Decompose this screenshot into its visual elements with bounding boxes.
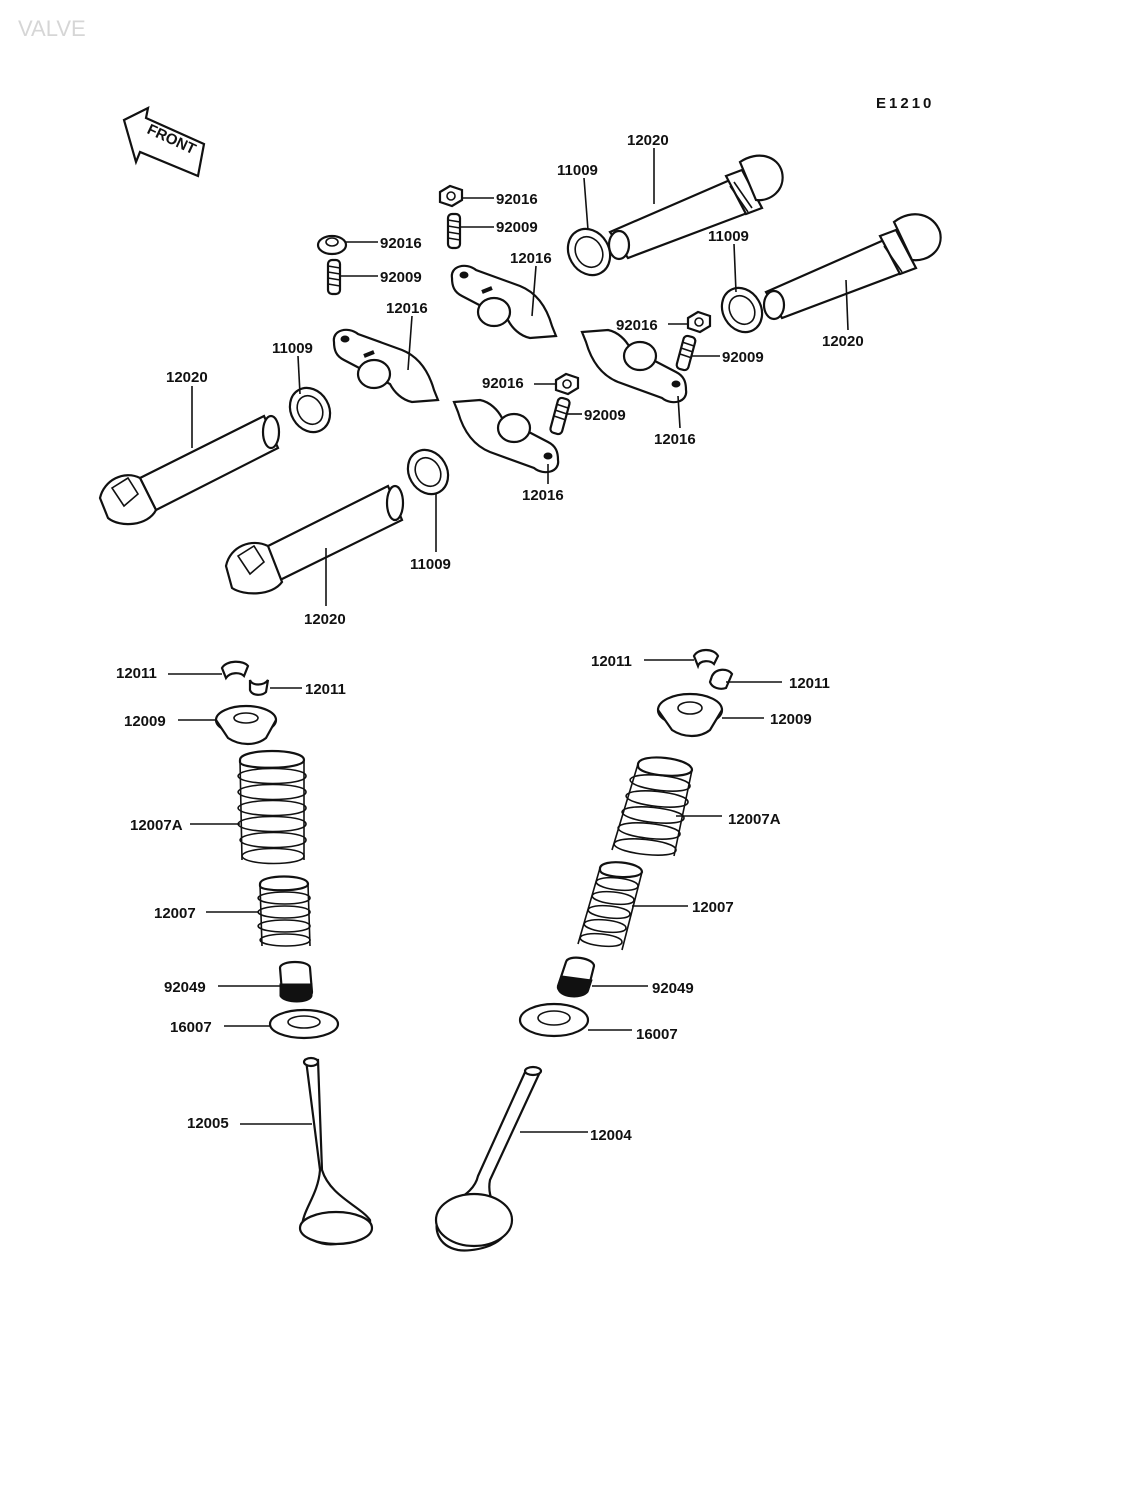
label-12004: 12004 xyxy=(590,1127,632,1144)
label-12020-low: 12020 xyxy=(304,611,346,628)
valve-12004 xyxy=(434,1065,543,1252)
label-92049-right: 92049 xyxy=(652,980,694,997)
label-16007-right: 16007 xyxy=(636,1026,678,1043)
label-12009-left: 12009 xyxy=(124,713,166,730)
spring-12007-left xyxy=(257,875,311,947)
rocker-shaft-top xyxy=(607,154,784,261)
valve-12005 xyxy=(298,1056,374,1246)
cotter-12011-right xyxy=(692,648,734,690)
washer-11009-left xyxy=(288,386,332,434)
label-11009-left: 11009 xyxy=(272,340,313,357)
label-12007-right: 12007 xyxy=(692,899,734,916)
washer-11009-right xyxy=(720,286,764,334)
label-12009-right: 12009 xyxy=(770,711,812,728)
nut-92016-left xyxy=(316,234,348,256)
label-12016-right: 12016 xyxy=(654,431,696,448)
retainer-12009-left xyxy=(214,704,278,746)
spring-seat-16007-right xyxy=(518,1002,590,1038)
screw-92009-top xyxy=(446,212,462,250)
cotter-12011-left xyxy=(220,660,270,696)
rocker-arm-right xyxy=(580,328,688,404)
part-labels: 12020 11009 92016 92009 12016 92016 9200… xyxy=(116,132,864,1144)
nut-92016-mid xyxy=(554,372,580,396)
label-12007-left: 12007 xyxy=(154,905,196,922)
label-16007-left: 16007 xyxy=(170,1019,212,1036)
washer-11009-low xyxy=(406,448,450,496)
label-12007A-left: 12007A xyxy=(130,817,183,834)
rocker-arm-mid xyxy=(452,398,560,474)
label-12020-top: 12020 xyxy=(627,132,669,149)
label-12007A-right: 12007A xyxy=(728,811,781,828)
label-11009-low: 11009 xyxy=(410,556,451,573)
leader-lines xyxy=(168,148,849,1133)
label-12011-left-2: 12011 xyxy=(305,681,346,698)
screw-92009-mid xyxy=(549,396,571,436)
figure-code: E1210 xyxy=(876,95,934,112)
stem-seal-92049-left xyxy=(278,960,314,1003)
nut-92016-right xyxy=(686,310,712,334)
rocker-shaft-left xyxy=(98,414,281,526)
screw-92009-left xyxy=(326,258,342,296)
spring-12007A-left xyxy=(237,749,307,865)
label-12020-right: 12020 xyxy=(822,333,864,350)
label-92009-left: 92009 xyxy=(380,269,422,286)
label-92049-left: 92049 xyxy=(164,979,206,996)
screw-92009-right xyxy=(675,334,697,372)
label-92016-top: 92016 xyxy=(496,191,538,208)
label-92016-mid: 92016 xyxy=(482,375,524,392)
label-92009-top: 92009 xyxy=(496,219,538,236)
rocker-shaft-low xyxy=(224,484,405,595)
front-arrow-icon: FRONT xyxy=(122,106,206,178)
label-92016-left: 92016 xyxy=(380,235,422,252)
label-12011-right-1: 12011 xyxy=(591,653,632,670)
label-11009-top: 11009 xyxy=(557,162,598,179)
retainer-12009-right xyxy=(656,692,724,738)
stem-seal-92049-right xyxy=(556,956,596,998)
label-12011-left-1: 12011 xyxy=(116,665,157,682)
label-92009-mid: 92009 xyxy=(584,407,626,424)
label-92016-right: 92016 xyxy=(616,317,658,334)
label-11009-right: 11009 xyxy=(708,228,749,245)
label-92009-right: 92009 xyxy=(722,349,764,366)
spring-12007-right xyxy=(577,861,644,951)
rocker-arm-left xyxy=(332,328,440,404)
label-12016-left: 12016 xyxy=(386,300,428,317)
spring-12007A-right xyxy=(611,756,694,857)
label-12016-mid: 12016 xyxy=(522,487,564,504)
label-12011-right-2: 12011 xyxy=(789,675,830,692)
rocker-shaft-right xyxy=(762,213,942,321)
spring-seat-16007-left xyxy=(268,1008,340,1040)
label-12005: 12005 xyxy=(187,1115,229,1132)
label-12016-top: 12016 xyxy=(510,250,552,267)
nut-92016-top xyxy=(438,184,464,208)
watermark-text: VALVE xyxy=(18,16,86,41)
label-12020-left: 12020 xyxy=(166,369,208,386)
rocker-arm-top xyxy=(450,264,558,340)
washer-11009-top xyxy=(566,227,612,277)
